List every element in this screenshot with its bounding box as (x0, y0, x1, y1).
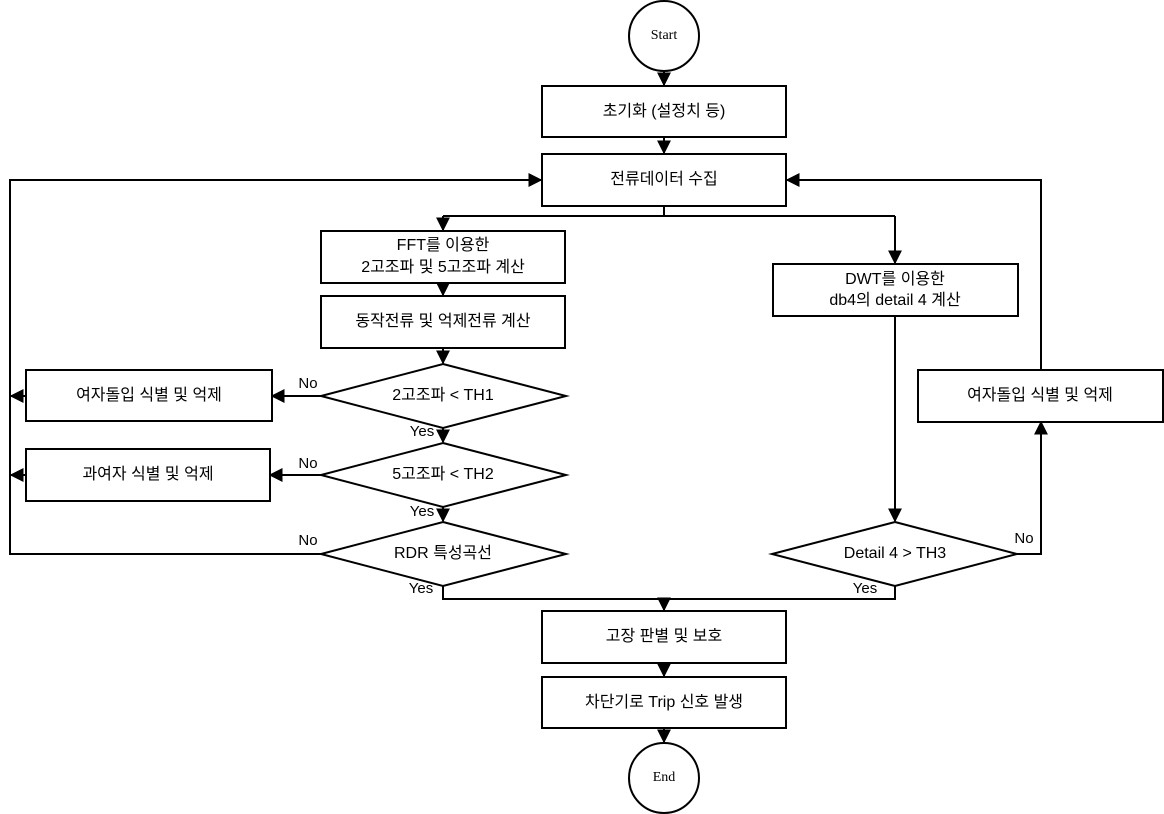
label-rdr-yes: Yes (409, 580, 433, 597)
decision-5th-harmonic: 5고조파 < TH2 (317, 441, 570, 509)
fault-process: 고장 판별 및 보호 (541, 610, 787, 664)
init-process: 초기화 (설정치 등) (541, 85, 787, 138)
decision-detail4-label: Detail 4 > TH3 (844, 545, 947, 562)
label-h2-yes: Yes (410, 423, 434, 440)
end-label: End (653, 770, 676, 785)
overexcitation-process: 과여자 식별 및 억제 (25, 448, 271, 502)
label-rdr-no: No (298, 532, 317, 549)
label-h2-no: No (298, 375, 317, 392)
dwt-label-line2: db4의 detail 4 계산 (829, 291, 961, 309)
edge-inrush-right-loop (785, 173, 1042, 369)
collect-label: 전류데이터 수집 (610, 170, 718, 188)
edge-detail-no (1017, 420, 1048, 555)
decision-detail4: Detail 4 > TH3 (768, 520, 1021, 588)
label-h5-yes: Yes (410, 503, 434, 520)
inrush-left-process: 여자돌입 식별 및 억제 (25, 369, 273, 422)
op-current-process: 동작전류 및 억제전류 계산 (320, 295, 566, 349)
decision-rdr-label: RDR 특성곡선 (394, 544, 492, 562)
fft-label-line2: 2고조파 및 5고조파 계산 (361, 258, 525, 276)
label-detail-yes: Yes (853, 580, 877, 597)
decision-5th-harmonic-label: 5고조파 < TH2 (392, 465, 494, 483)
end-terminal: End (628, 742, 700, 814)
inrush-left-label: 여자돌입 식별 및 억제 (76, 386, 222, 404)
decision-2nd-harmonic: 2고조파 < TH1 (317, 362, 570, 430)
inrush-right-process: 여자돌입 식별 및 억제 (917, 369, 1164, 423)
trip-label: 차단기로 Trip 신호 발생 (585, 693, 743, 711)
label-detail-no: No (1014, 530, 1033, 547)
op-current-label: 동작전류 및 억제전류 계산 (355, 312, 531, 330)
fault-label: 고장 판별 및 보호 (606, 627, 722, 645)
init-label: 초기화 (설정치 등) (603, 102, 726, 120)
overexcitation-label: 과여자 식별 및 억제 (82, 465, 213, 483)
start-label: Start (651, 28, 678, 43)
inrush-right-label: 여자돌입 식별 및 억제 (967, 386, 1113, 404)
start-terminal: Start (628, 0, 700, 72)
edge-left-loop (9, 173, 543, 555)
decision-rdr: RDR 특성곡선 (317, 520, 570, 588)
decision-2nd-harmonic-label: 2고조파 < TH1 (392, 386, 494, 404)
label-h5-no: No (298, 455, 317, 472)
fft-label-line1: FFT를 이용한 (397, 236, 490, 254)
fft-process: FFT를 이용한 2고조파 및 5고조파 계산 (320, 230, 566, 284)
edge-rdr-yes (442, 586, 896, 600)
dwt-process: DWT를 이용한 db4의 detail 4 계산 (772, 263, 1019, 317)
dwt-label-line1: DWT를 이용한 (845, 270, 945, 288)
trip-process: 차단기로 Trip 신호 발생 (541, 676, 787, 729)
collect-process: 전류데이터 수집 (541, 153, 787, 207)
